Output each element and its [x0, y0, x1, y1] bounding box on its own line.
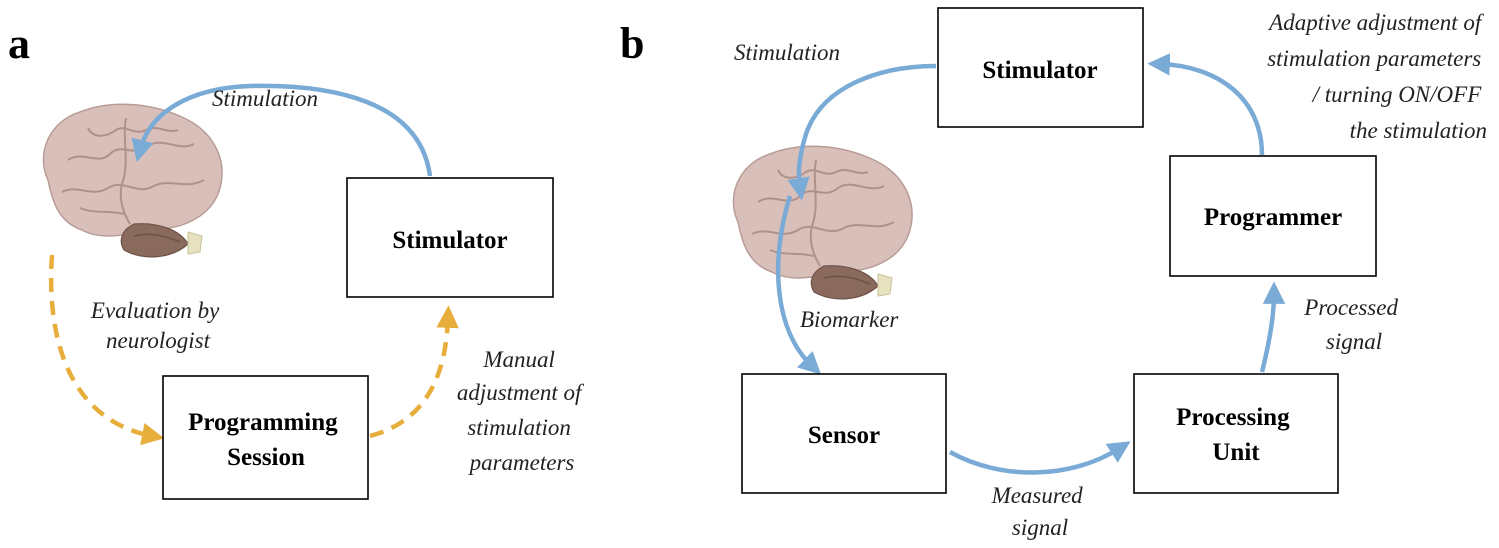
panel-b: b Stimulation Stimulator Adaptive adjust…	[620, 7, 1487, 540]
programmer-label: Programmer	[1204, 204, 1342, 231]
programming-session-box: Programming Session	[162, 375, 369, 500]
manual-adjustment-arrow	[369, 305, 459, 439]
evaluation-arrow	[48, 254, 165, 446]
stimulation-label-b: Stimulation	[734, 40, 840, 65]
sensor-label: Sensor	[808, 422, 880, 449]
sensor-box: Sensor	[741, 373, 947, 494]
brain-icon	[732, 145, 914, 300]
manual-adjustment-label: Manual adjustment of stimulation paramet…	[457, 347, 587, 475]
processing-unit-box: Processing Unit	[1133, 373, 1339, 494]
biomarker-label: Biomarker	[800, 307, 899, 332]
stimulation-arrow-b	[787, 63, 937, 201]
programming-session-label: Programming Session	[188, 409, 344, 471]
stimulation-arrow-a	[131, 83, 433, 177]
processed-signal-label: Processed signal	[1303, 295, 1403, 354]
evaluation-label: Evaluation by neurologist	[90, 298, 225, 353]
stimulator-label-b: Stimulator	[982, 57, 1097, 84]
panel-b-letter: b	[620, 19, 644, 68]
processed-signal-arrow	[1259, 281, 1286, 373]
adaptive-adjustment-arrow	[1147, 53, 1265, 156]
processing-unit-label: Processing Unit	[1176, 404, 1296, 466]
brain-icon	[42, 103, 224, 258]
measured-signal-label: Measured signal	[991, 483, 1089, 540]
stimulation-label-a: Stimulation	[212, 86, 318, 111]
panel-a: a Stimulation Stimulator Evaluation by n…	[8, 19, 587, 500]
stimulator-box-a: Stimulator	[346, 177, 554, 298]
measured-signal-arrow	[948, 441, 1131, 475]
biomarker-arrow	[775, 195, 822, 375]
stimulator-label-a: Stimulator	[392, 227, 507, 254]
stimulator-box-b: Stimulator	[937, 7, 1144, 128]
panel-a-letter: a	[8, 19, 30, 68]
adaptive-adjustment-label: Adaptive adjustment of stimulation param…	[1267, 10, 1487, 143]
programmer-box: Programmer	[1169, 155, 1377, 277]
